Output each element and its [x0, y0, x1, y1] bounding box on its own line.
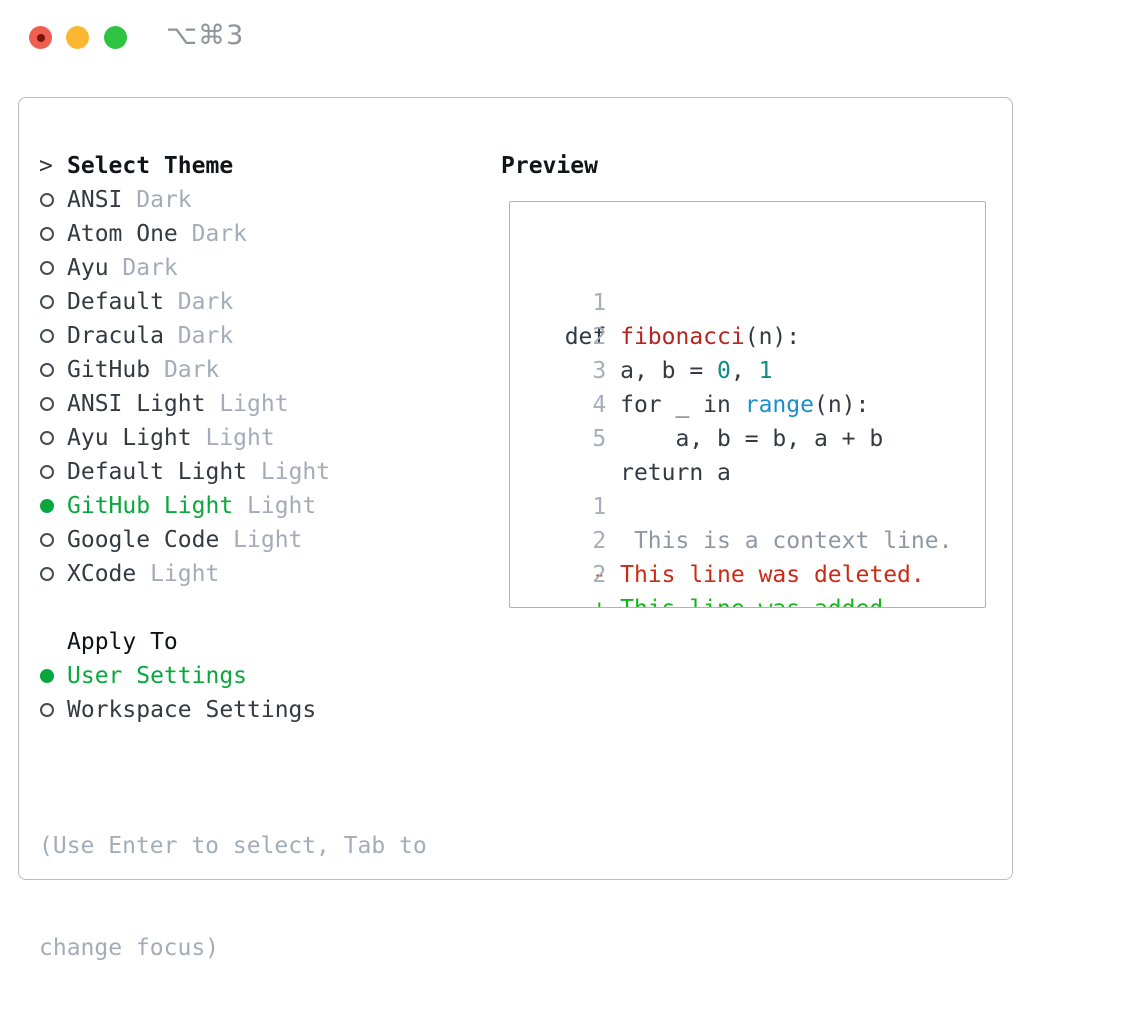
code-segment-dark: (n): — [744, 324, 801, 350]
code-segment-dark: return a — [564, 460, 731, 486]
theme-option-xcode[interactable]: XCode Light — [39, 557, 489, 591]
radio-button-icon — [39, 353, 67, 387]
apply-to-header: Apply To — [39, 625, 489, 659]
radio-button-icon — [39, 489, 67, 523]
code-segment-num: 1 — [758, 358, 773, 384]
line-number: 1 — [592, 290, 621, 316]
apply-to-list: User Settings Workspace Settings — [39, 659, 489, 727]
theme-option-default[interactable]: Default Dark — [39, 285, 489, 319]
radio-button-icon — [39, 659, 67, 693]
line-number: 1 — [592, 494, 621, 520]
apply-option-workspace-settings[interactable]: Workspace Settings — [39, 693, 489, 727]
theme-list: ANSI Dark Atom One Dark Ayu Dark Default… — [39, 183, 489, 591]
code-segment-dark: (n): — [813, 392, 870, 418]
line-number: 2 — [592, 562, 621, 588]
theme-option-ayu-light[interactable]: Ayu Light Light — [39, 421, 489, 455]
theme-option-ayu[interactable]: Ayu Dark — [39, 251, 489, 285]
close-dot-icon — [36, 33, 45, 42]
titlebar: ⌥⌘3 — [0, 0, 1140, 75]
prompt-icon: > — [39, 153, 53, 179]
code-segment-num: 0 — [717, 358, 731, 384]
line-number: 2 — [592, 528, 621, 554]
radio-button-icon — [39, 251, 67, 285]
help-line-1: (Use Enter to select, Tab to — [39, 833, 427, 859]
theme-option-dracula[interactable]: Dracula Dark — [39, 319, 489, 353]
code-segment-dark: a, b = — [564, 358, 718, 384]
code-line: 2 a, b = 0, 1 — [537, 286, 985, 384]
code-segment-deleted: - This line was deleted. — [564, 562, 925, 588]
theme-option-atom-one[interactable]: Atom One Dark — [39, 217, 489, 251]
code-line: 3 for _ in range(n): — [537, 320, 985, 418]
theme-option-ansi-light[interactable]: ANSI Light Light — [39, 387, 489, 421]
app-window: ⌥⌘3 > Select Theme ANSI Dark Atom One Da… — [0, 0, 1140, 961]
theme-column: > Select Theme ANSI Dark Atom One Dark A… — [39, 149, 489, 1033]
radio-button-icon — [39, 183, 67, 217]
radio-button-icon — [39, 319, 67, 353]
line-number: 4 — [592, 392, 621, 418]
line-number: 3 — [592, 358, 621, 384]
code-segment-builtin: range — [744, 392, 814, 418]
apply-to-marker — [39, 625, 67, 659]
help-text: (Use Enter to select, Tab to change focu… — [39, 761, 489, 1033]
code-line: 1 def fibonacci(n): — [537, 252, 985, 350]
radio-button-icon — [39, 217, 67, 251]
close-button[interactable] — [29, 26, 52, 49]
code-segment-func: fibonacci — [620, 324, 745, 350]
theme-option-google-code[interactable]: Google Code Light — [39, 523, 489, 557]
spacer — [39, 727, 489, 761]
theme-option-ansi[interactable]: ANSI Dark — [39, 183, 489, 217]
theme-option-github-light[interactable]: GitHub Light Light — [39, 489, 489, 523]
help-line-2: change focus) — [39, 935, 220, 961]
window-title: ⌥⌘3 — [166, 20, 245, 51]
radio-button-icon — [39, 523, 67, 557]
zoom-button[interactable] — [104, 26, 127, 49]
minimize-button[interactable] — [66, 26, 89, 49]
line-number: 2 — [592, 324, 621, 350]
code-line: 1 This is a context line. — [537, 456, 985, 554]
code-segment-dark: a, b = b, a + b — [564, 426, 884, 452]
code-line: 5 return a — [537, 388, 985, 486]
code-segment-dark: , — [730, 358, 759, 384]
code-segment-context: This is a context line. — [564, 528, 953, 554]
select-theme-header: > Select Theme — [39, 149, 489, 183]
code-segment-dark: def — [564, 324, 621, 350]
theme-option-github[interactable]: GitHub Dark — [39, 353, 489, 387]
radio-button-icon — [39, 421, 67, 455]
spacer — [39, 591, 489, 625]
preview-title: Preview — [501, 153, 598, 179]
apply-to-label: Apply To — [67, 629, 178, 655]
select-theme-label: Select Theme — [67, 153, 234, 179]
code-line: 2 + This line was added. — [537, 524, 985, 607]
code-line: 2 - This line was deleted. — [537, 490, 985, 588]
code-line: 4 a, b = b, a + b — [537, 354, 985, 452]
preview-box: 1 def fibonacci(n): 2 a, b = 0, 1 3 for … — [509, 201, 986, 608]
theme-picker-panel: > Select Theme ANSI Dark Atom One Dark A… — [18, 97, 1013, 961]
code-segment-dark: for _ in — [564, 392, 745, 418]
apply-option-user-settings[interactable]: User Settings — [39, 659, 489, 693]
radio-button-icon — [39, 387, 67, 421]
code-segment-added: + This line was added. — [565, 596, 897, 607]
radio-button-icon — [39, 557, 67, 591]
radio-button-icon — [39, 285, 67, 319]
radio-button-icon — [39, 455, 67, 489]
radio-button-icon — [39, 693, 67, 727]
line-number: 5 — [592, 426, 621, 452]
theme-option-default-light[interactable]: Default Light Light — [39, 455, 489, 489]
